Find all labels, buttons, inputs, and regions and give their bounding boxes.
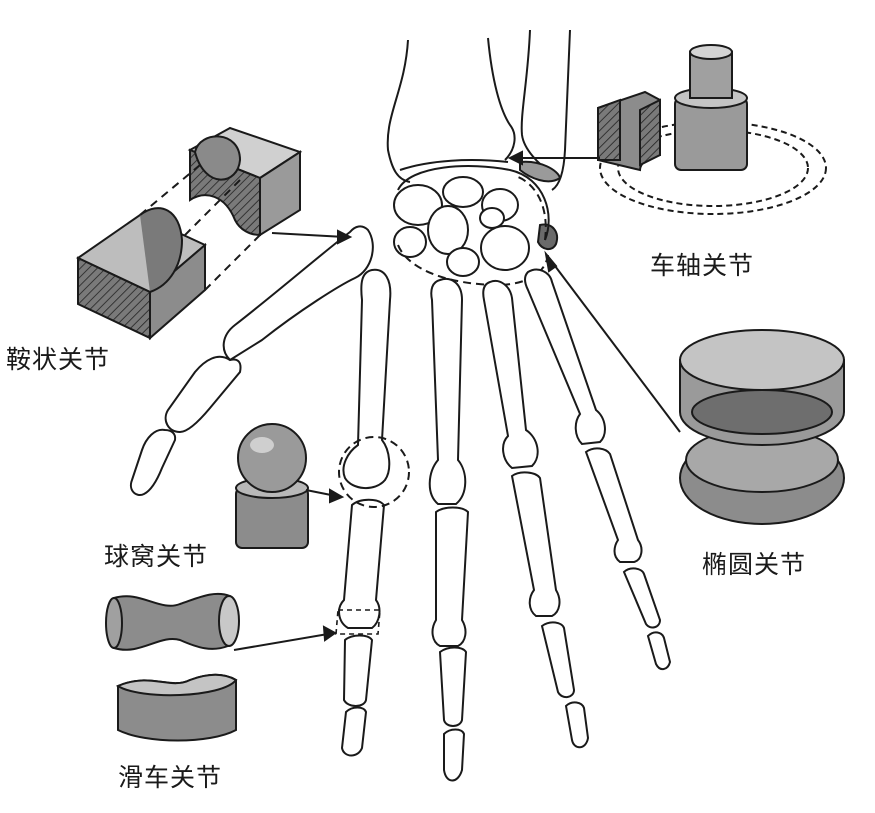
little-finger-bones — [524, 268, 672, 670]
index-finger-bones — [338, 268, 392, 757]
hinge-joint-label: 滑车关节 — [118, 763, 223, 792]
ring-finger-bones — [482, 280, 590, 749]
ball-joint-highlight — [338, 436, 410, 508]
carpal-bones — [393, 160, 562, 277]
pivot-joint-label: 车轴关节 — [650, 251, 755, 280]
thumb-bones — [130, 225, 374, 496]
saddle-joint-label: 鞍状关节 — [6, 345, 111, 374]
ellipsoid-joint-model — [544, 250, 845, 525]
pivot-joint-model — [507, 44, 827, 215]
hinge-joint-model — [105, 592, 337, 742]
saddle-joint-model — [76, 126, 353, 341]
middle-finger-bones — [428, 278, 470, 782]
ball-socket-model — [235, 423, 345, 549]
ball-socket-joint-label: 球窝关节 — [104, 542, 209, 571]
forearm-bones — [386, 29, 571, 191]
ellipsoid-joint-label: 椭圆关节 — [702, 550, 807, 579]
hinge-joint-highlight — [335, 609, 381, 635]
